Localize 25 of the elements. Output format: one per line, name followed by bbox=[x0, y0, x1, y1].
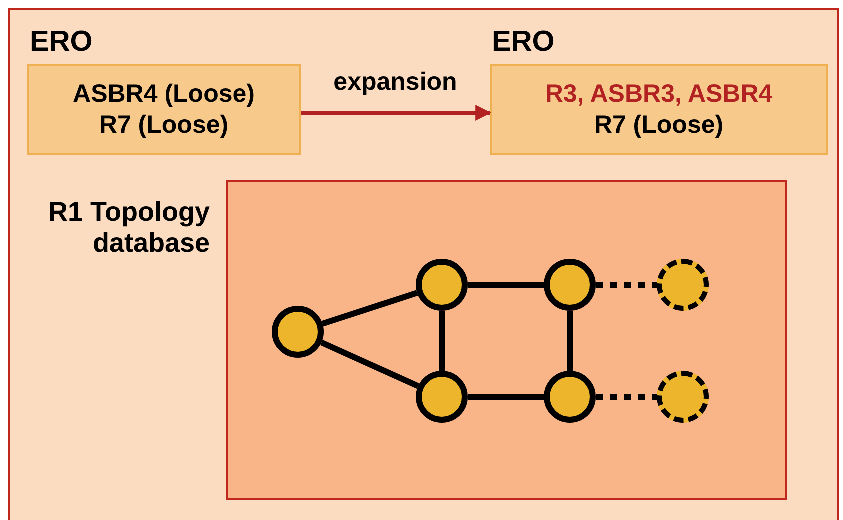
dashed-router-circle bbox=[657, 259, 709, 311]
link-line bbox=[468, 282, 544, 288]
ero-box bbox=[27, 64, 301, 155]
ero-heading: ERO bbox=[30, 26, 93, 59]
link-line bbox=[320, 340, 420, 390]
topology-database-box bbox=[226, 180, 787, 500]
dashed-link bbox=[596, 394, 657, 400]
link-line bbox=[439, 311, 445, 371]
edge-label: expansion bbox=[334, 68, 458, 97]
ero-box bbox=[490, 64, 828, 155]
arrow bbox=[301, 105, 492, 121]
link-line bbox=[468, 394, 544, 400]
dashed-link bbox=[596, 282, 657, 288]
route-entry: R7 (Loose) bbox=[594, 110, 724, 140]
router-circle bbox=[416, 371, 468, 423]
database-heading: R1 Topology database bbox=[48, 197, 210, 259]
ero-heading: ERO bbox=[492, 26, 555, 59]
route-entry: R3, ASBR3, ASBR4 bbox=[545, 78, 773, 110]
link-line bbox=[322, 290, 418, 327]
dashed-router-circle bbox=[657, 371, 709, 423]
router-circle bbox=[544, 371, 596, 423]
link-line bbox=[567, 311, 573, 371]
router-circle bbox=[272, 306, 324, 358]
route-entry: ASBR4 (Loose) R7 (Loose) bbox=[72, 78, 256, 140]
router-circle bbox=[416, 259, 468, 311]
